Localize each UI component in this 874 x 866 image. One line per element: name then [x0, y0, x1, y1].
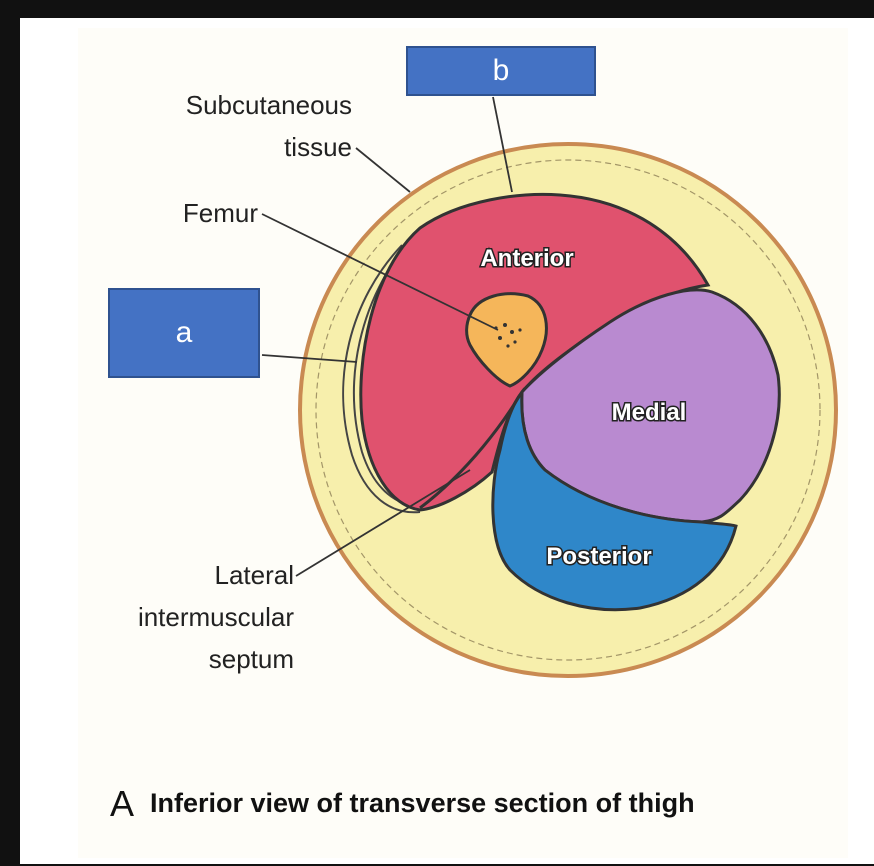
septum-label-line3: septum	[209, 644, 294, 674]
medial-label: Medial	[612, 399, 687, 426]
answer-box-a[interactable]: a	[108, 288, 260, 378]
posterior-label: Posterior	[546, 543, 651, 570]
femur-label: Femur	[183, 198, 258, 228]
anterior-label: Anterior	[480, 245, 573, 272]
caption-letter: A	[110, 783, 134, 824]
septum-label-line1: Lateral	[215, 560, 295, 590]
answer-box-b[interactable]: b	[406, 46, 596, 96]
septum-label-line2: intermuscular	[138, 602, 294, 632]
subcutaneous-label-line2: tissue	[284, 132, 352, 162]
subcutaneous-label-line1: Subcutaneous	[186, 90, 352, 120]
caption-text: Inferior view of transverse section of t…	[150, 788, 695, 818]
